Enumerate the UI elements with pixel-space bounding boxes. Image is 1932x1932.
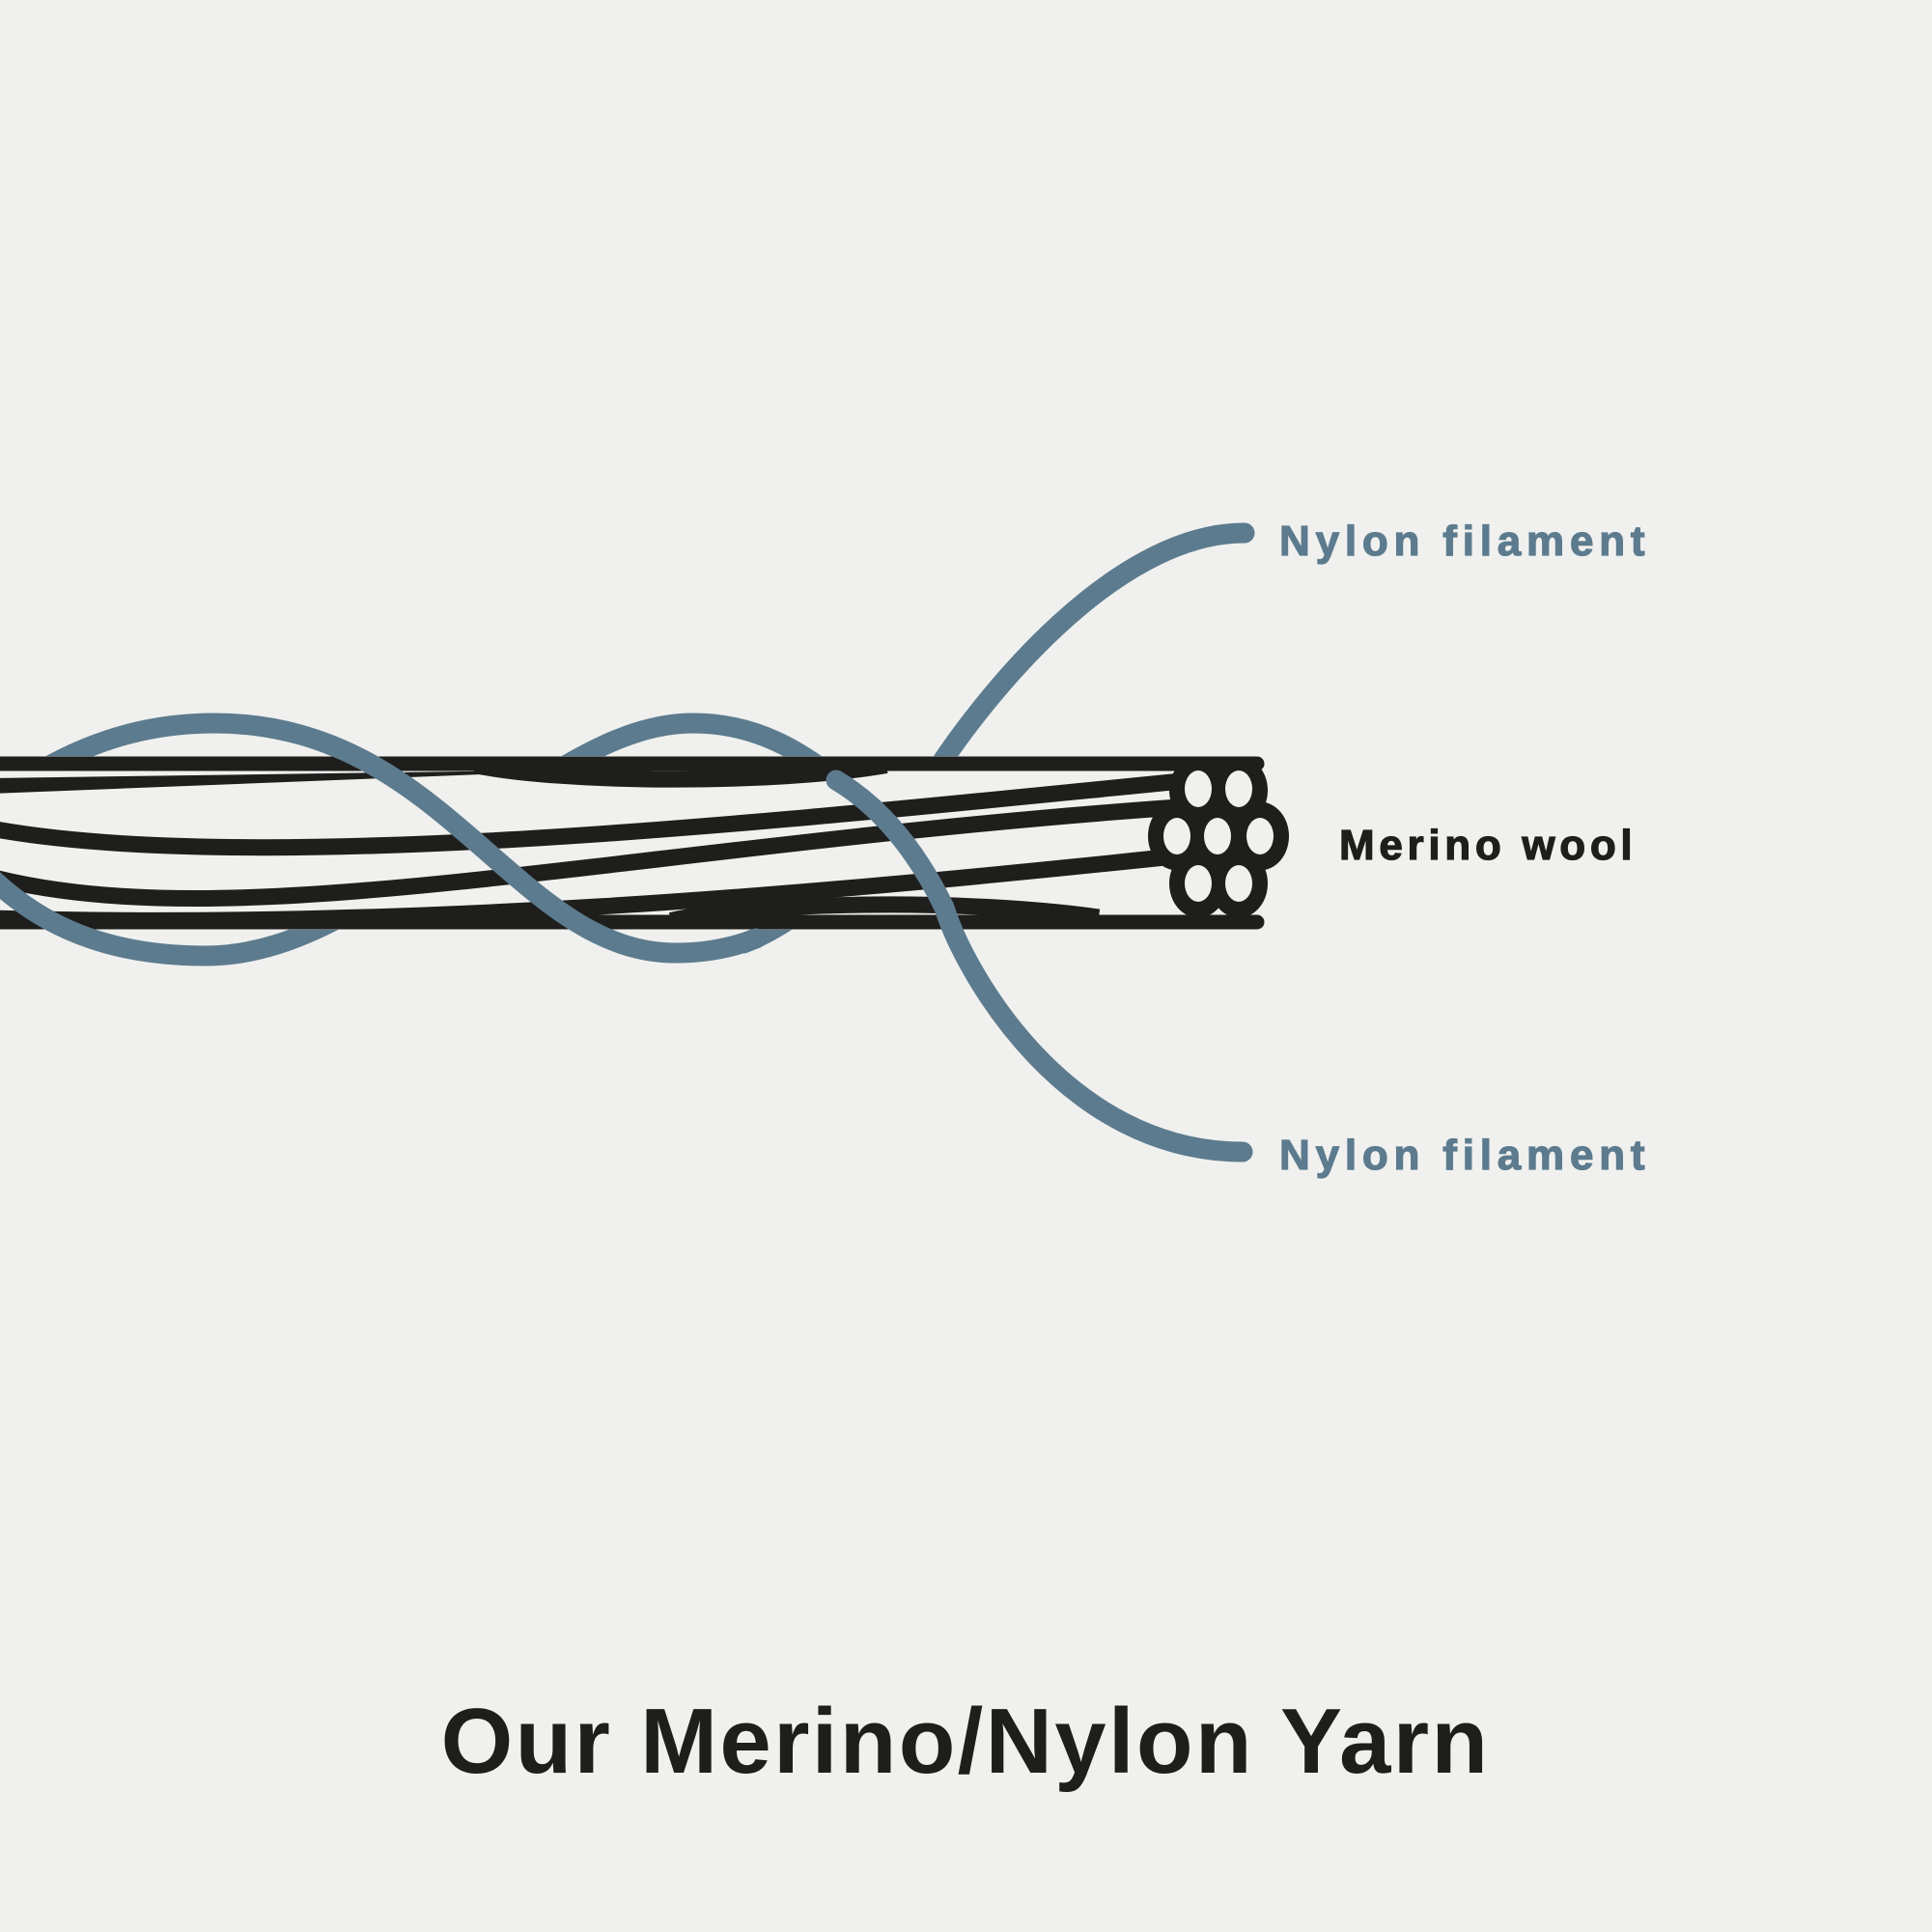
svg-text:Nylon filament: Nylon filament <box>1279 518 1650 565</box>
svg-text:Our Merino/Nylon Yarn: Our Merino/Nylon Yarn <box>441 1690 1491 1793</box>
svg-text:Merino wool: Merino wool <box>1339 822 1637 869</box>
svg-text:Nylon filament: Nylon filament <box>1279 1132 1650 1179</box>
